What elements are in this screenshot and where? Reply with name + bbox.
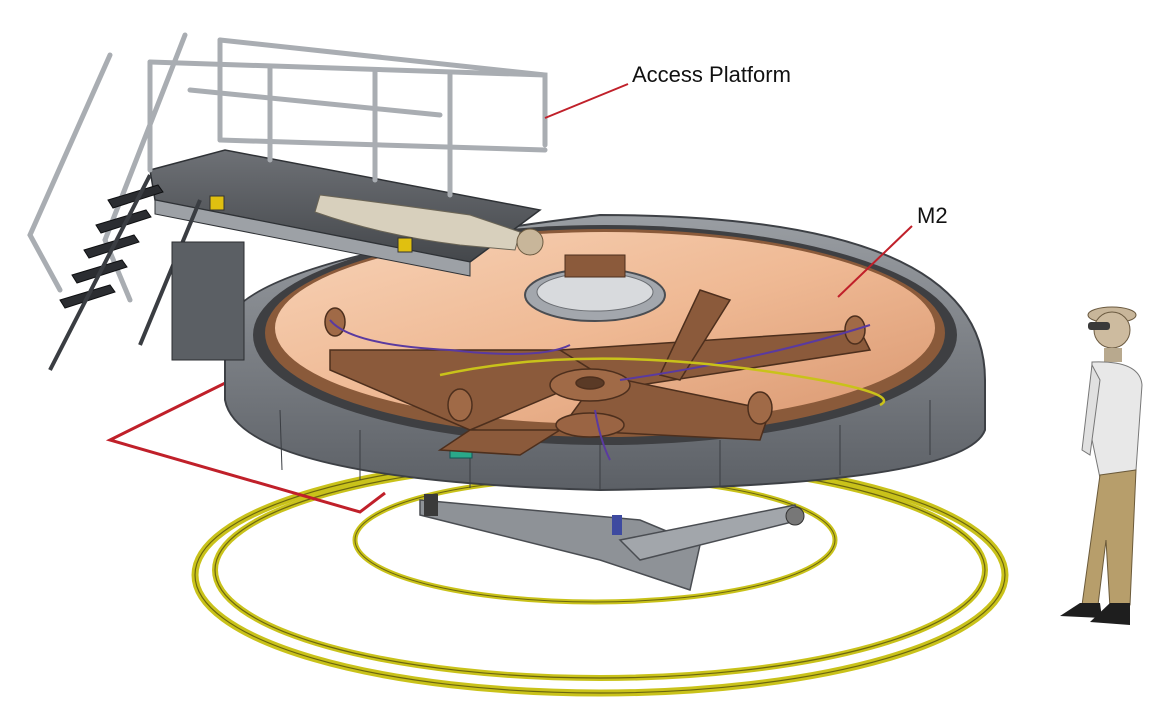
cabling <box>329 319 886 461</box>
base-frame <box>419 494 805 591</box>
person-icon <box>1060 306 1143 625</box>
access-platform <box>147 37 548 277</box>
stairs-icon <box>27 32 245 371</box>
access-platform-label: Access Platform <box>632 62 791 87</box>
floor-rings <box>191 453 1009 697</box>
m2-label: M2 <box>917 203 948 228</box>
control-cabinet <box>171 241 245 361</box>
central-hub <box>524 254 666 322</box>
callout-lines <box>544 83 913 298</box>
mirror-support-structure <box>324 289 872 456</box>
